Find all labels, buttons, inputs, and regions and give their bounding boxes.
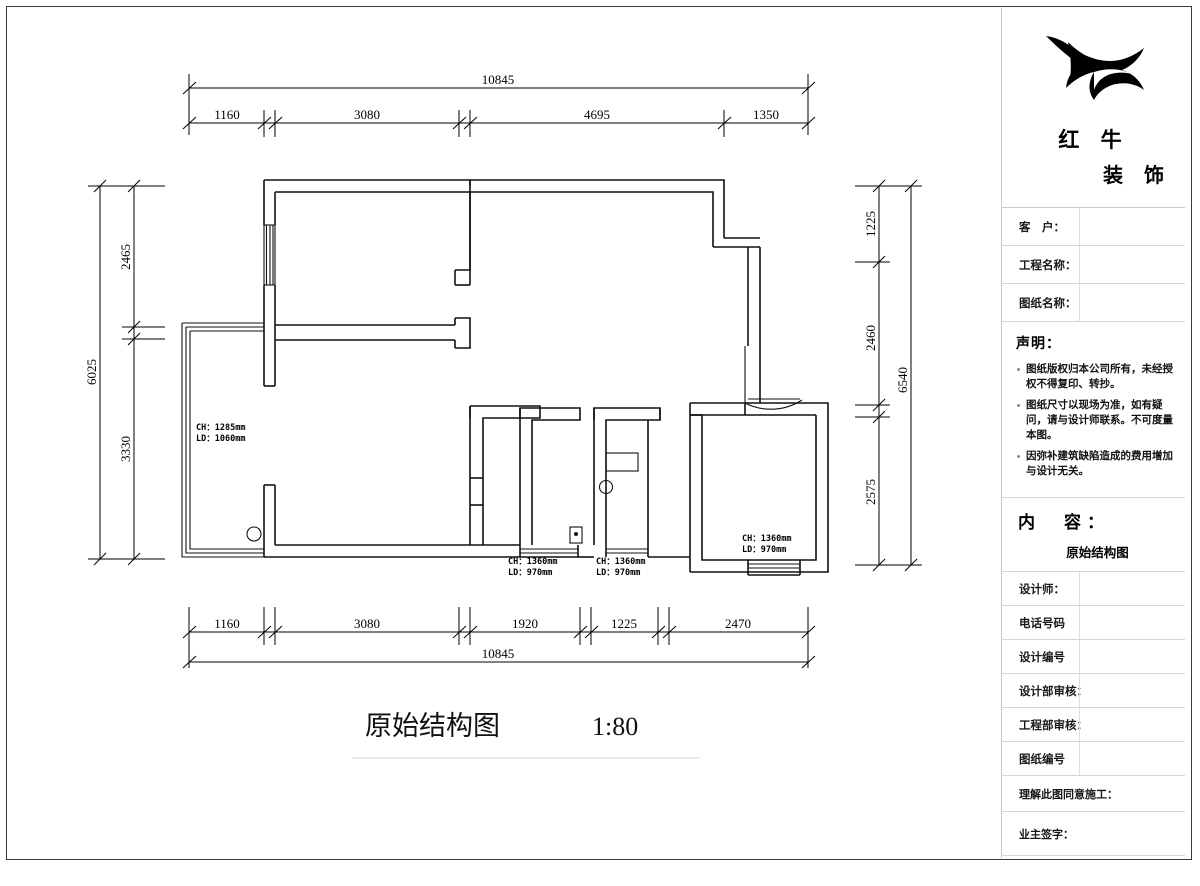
dim-bottom-seg-1: 1160 bbox=[214, 616, 240, 631]
svg-text:CH：1360mm: CH：1360mm bbox=[508, 557, 557, 567]
dimension-chain-left bbox=[88, 179, 165, 566]
dim-bottom-seg-4: 1225 bbox=[611, 616, 637, 631]
declaration-item: 图纸尺寸以现场为准，如有疑问，请与设计师联系。不可度量本图。 bbox=[1016, 398, 1176, 443]
dim-right-seg-1: 1225 bbox=[863, 211, 878, 237]
sink-fixture-icon bbox=[605, 452, 639, 472]
field-drawing-no[interactable]: 图纸编号 bbox=[1002, 742, 1185, 776]
dim-bottom-seg-5: 2470 bbox=[725, 616, 751, 631]
dim-bottom-seg-2: 3080 bbox=[354, 616, 380, 631]
svg-text:LD：970mm: LD：970mm bbox=[742, 545, 786, 555]
floor-drain-icon-2 bbox=[598, 479, 614, 495]
dim-top-seg-3: 4695 bbox=[584, 107, 610, 122]
field-designer-value[interactable] bbox=[1079, 572, 1185, 605]
dim-bottom-seg-3: 1920 bbox=[512, 616, 538, 631]
floor-plan-drawing: 10845 1160 3080 4695 1350 bbox=[84, 72, 922, 759]
field-engineering-review[interactable]: 工程部审核： bbox=[1002, 708, 1185, 742]
field-design-no-label: 设计编号 bbox=[1019, 649, 1065, 664]
drawing-sheet: 10845 1160 3080 4695 1350 bbox=[6, 6, 1192, 860]
sheet-border bbox=[6, 6, 1192, 860]
field-drawing-no-label: 图纸编号 bbox=[1019, 751, 1065, 766]
dim-left-seg-1: 2465 bbox=[118, 244, 133, 270]
annotation-balcony: CH：1285mm LD：1060mm bbox=[196, 423, 245, 444]
fixture-point-icon bbox=[574, 532, 578, 536]
declaration-item: 因弥补建筑缺陷造成的费用增加与设计无关。 bbox=[1016, 449, 1176, 479]
field-phone-label: 电话号码 bbox=[1019, 615, 1065, 630]
field-construction-consent[interactable]: 理解此图同意施工： bbox=[1002, 776, 1185, 812]
annotation-bedroom: CH：1360mm LD：970mm bbox=[742, 534, 791, 555]
content-heading: 内 容： bbox=[1018, 513, 1110, 533]
declaration-heading: 声明： bbox=[1016, 336, 1061, 352]
field-phone-value[interactable] bbox=[1079, 606, 1185, 639]
svg-text:LD：1060mm: LD：1060mm bbox=[196, 434, 245, 444]
annotation-bath-left: CH：1360mm LD：970mm bbox=[508, 557, 557, 578]
dim-bottom-overall: 10845 bbox=[482, 646, 515, 661]
dim-right-overall: 6540 bbox=[895, 367, 910, 393]
annotation-bath-right: CH：1360mm LD：970mm bbox=[596, 557, 645, 578]
content-block: 内 容： 原始结构图 bbox=[1002, 498, 1185, 572]
svg-text:LD：970mm: LD：970mm bbox=[596, 568, 640, 578]
content-value: 原始结构图 bbox=[1066, 545, 1129, 560]
svg-text:CH：1360mm: CH：1360mm bbox=[742, 534, 791, 544]
field-phone[interactable]: 电话号码 bbox=[1002, 606, 1185, 640]
dimension-chain-right bbox=[855, 179, 922, 572]
title-block-panel: 红 牛 装 饰 客 户： 工程名称： 图纸名称： 声明： 图纸版权归本公司所有，… bbox=[1001, 8, 1185, 858]
field-drawing-name[interactable]: 图纸名称： bbox=[1002, 284, 1185, 322]
dim-top-seg-2: 3080 bbox=[354, 107, 380, 122]
dim-right-seg-2: 2460 bbox=[863, 325, 878, 351]
field-design-review-label: 设计部审核： bbox=[1019, 683, 1088, 698]
field-client-label: 客 户： bbox=[1019, 219, 1065, 234]
field-construction-consent-label: 理解此图同意施工： bbox=[1019, 787, 1118, 801]
logo-brand-line1: 红 牛 bbox=[1058, 128, 1129, 152]
field-drawing-name-value[interactable] bbox=[1079, 284, 1185, 321]
dim-top-seg-1: 1160 bbox=[214, 107, 240, 122]
svg-text:LD：970mm: LD：970mm bbox=[508, 568, 552, 578]
field-owner-signature-label: 业主签字： bbox=[1019, 827, 1074, 841]
field-owner-signature[interactable]: 业主签字： bbox=[1002, 812, 1185, 856]
bull-mark-icon bbox=[1045, 36, 1144, 100]
svg-text:CH：1360mm: CH：1360mm bbox=[596, 557, 645, 567]
field-drawing-name-label: 图纸名称： bbox=[1019, 295, 1077, 310]
company-logo: 红 牛 装 饰 bbox=[1002, 8, 1185, 208]
field-designer-label: 设计师： bbox=[1019, 581, 1065, 596]
field-drawing-no-value[interactable] bbox=[1079, 742, 1185, 775]
logo-brand-line2: 装 饰 bbox=[1103, 163, 1171, 187]
field-project-name[interactable]: 工程名称： bbox=[1002, 246, 1185, 284]
field-project-name-value[interactable] bbox=[1079, 246, 1185, 283]
dim-top-seg-4: 1350 bbox=[753, 107, 779, 122]
field-client[interactable]: 客 户： bbox=[1002, 208, 1185, 246]
declaration-block: 声明： 图纸版权归本公司所有，未经授权不得复印、转抄。 图纸尺寸以现场为准，如有… bbox=[1002, 322, 1185, 498]
dim-top-overall: 10845 bbox=[482, 72, 515, 87]
declaration-item: 图纸版权归本公司所有，未经授权不得复印、转抄。 bbox=[1016, 362, 1176, 392]
field-client-value[interactable] bbox=[1079, 208, 1185, 245]
plan-scale: 1:80 bbox=[592, 712, 638, 741]
plan-title: 原始结构图 bbox=[365, 711, 500, 742]
field-design-no[interactable]: 设计编号 bbox=[1002, 640, 1185, 674]
field-project-name-label: 工程名称： bbox=[1019, 257, 1077, 272]
field-design-no-value[interactable] bbox=[1079, 640, 1185, 673]
field-engineering-review-value[interactable] bbox=[1079, 708, 1185, 741]
field-designer[interactable]: 设计师： bbox=[1002, 572, 1185, 606]
floor-drain-icon bbox=[246, 526, 262, 542]
walls-group bbox=[181, 179, 829, 576]
title-block-tail bbox=[1002, 856, 1185, 886]
dimension-chain-top bbox=[182, 74, 816, 137]
dim-left-overall: 6025 bbox=[84, 359, 99, 385]
field-design-review[interactable]: 设计部审核： bbox=[1002, 674, 1185, 708]
dim-left-seg-2: 3330 bbox=[118, 436, 133, 462]
dimension-chain-bottom bbox=[182, 607, 816, 669]
svg-text:CH：1285mm: CH：1285mm bbox=[196, 423, 245, 433]
field-design-review-value[interactable] bbox=[1079, 674, 1185, 707]
dim-right-seg-3: 2575 bbox=[863, 479, 878, 505]
field-engineering-review-label: 工程部审核： bbox=[1019, 717, 1088, 732]
